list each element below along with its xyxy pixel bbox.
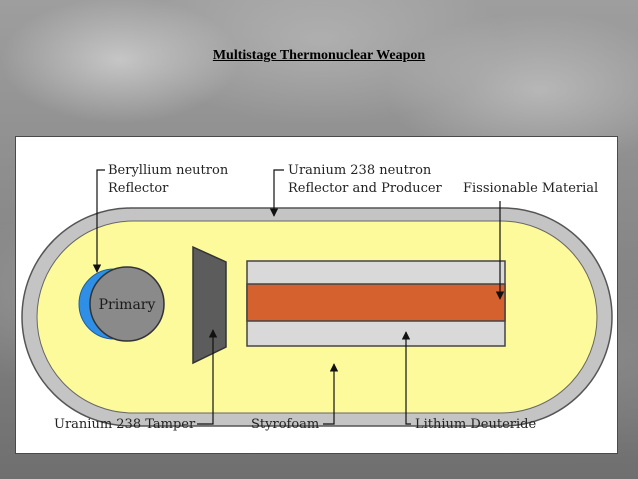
beryllium-label-line1: Beryllium neutron <box>108 163 229 178</box>
uranium-neutron-label-line1: Uranium 238 neutron <box>288 163 432 178</box>
styrofoam-leader-arrow <box>323 363 339 425</box>
lithium-deuteride-core <box>246 283 506 322</box>
uranium-neutron-leader-arrow <box>269 169 284 217</box>
slide-title: Multistage Thermonuclear Weapon <box>212 48 426 63</box>
styrofoam-label: Styrofoam <box>251 417 319 432</box>
beryllium-leader-arrow <box>92 169 105 273</box>
fissionable-label: Fissionable Material <box>463 181 598 196</box>
primary-sphere <box>89 266 165 342</box>
diagram-panel: Primary Beryllium neutron Reflector Uran… <box>15 136 618 454</box>
beryllium-label-line2: Reflector <box>108 181 169 196</box>
tamper-label: Uranium 238 Tamper <box>54 417 196 432</box>
thermonuclear-diagram: Primary Beryllium neutron Reflector Uran… <box>21 163 613 432</box>
lithium-label: Lithium Deuteride <box>415 417 536 432</box>
uranium-tamper <box>192 245 227 365</box>
lithium-leader-arrow <box>401 331 411 425</box>
tamper-leader-arrow <box>197 329 218 425</box>
primary-label: Primary <box>99 297 156 313</box>
uranium-neutron-label-line2: Reflector and Producer <box>288 181 443 196</box>
